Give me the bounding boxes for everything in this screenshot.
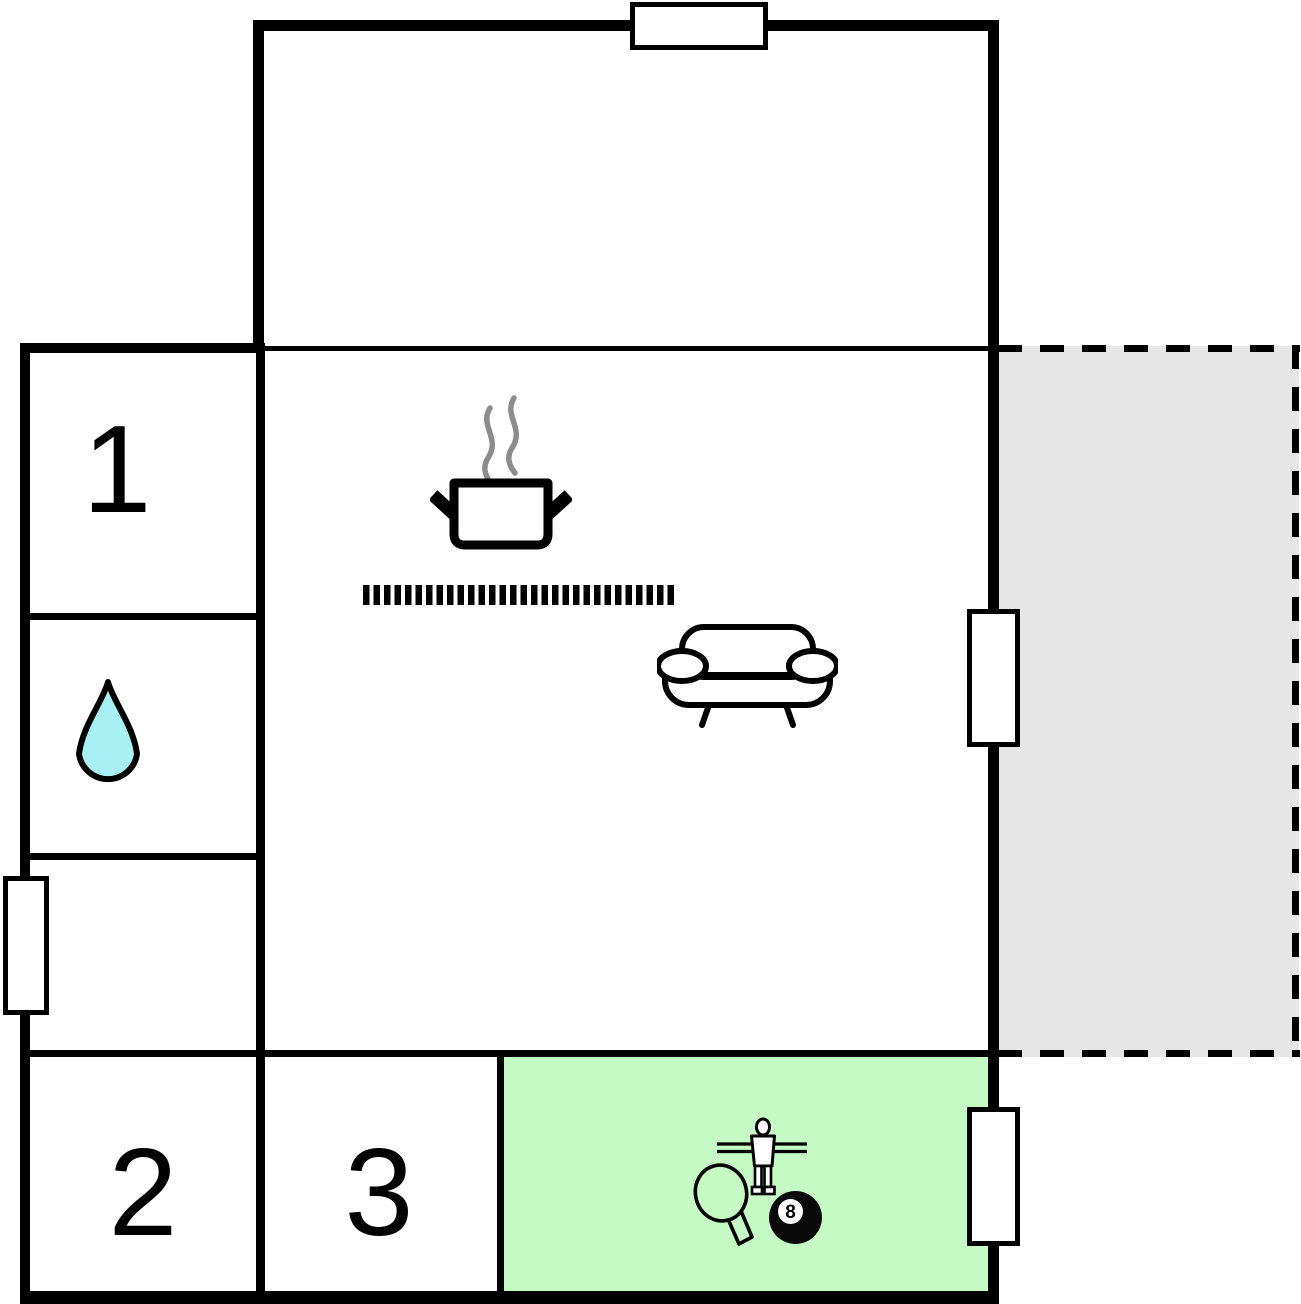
wall-left-block-top xyxy=(20,343,265,353)
eight-ball-number: 8 xyxy=(785,1202,796,1223)
wall-left-exterior xyxy=(20,343,30,1304)
foosball-player-icon xyxy=(712,1113,812,1198)
window-top xyxy=(630,2,768,50)
wall-living-top-interior xyxy=(258,346,988,351)
wall-entry-left xyxy=(253,20,264,351)
terrace-dashed-border-top xyxy=(998,345,1300,352)
cooking-pot-icon xyxy=(428,390,574,550)
terrace-dashed-border-bottom xyxy=(998,1050,1300,1057)
terrace-dashed-border-right xyxy=(1292,345,1299,1057)
wall-room3-gameroom xyxy=(497,1057,504,1304)
wall-bathroom-hall xyxy=(30,853,257,860)
game-room-area xyxy=(503,1057,988,1291)
window-gameroom-right xyxy=(967,1107,1020,1246)
eight-ball-icon: 8 xyxy=(767,1189,824,1246)
room-label-1: 1 xyxy=(82,401,152,539)
terrace-area xyxy=(998,346,1299,1057)
wall-center-vertical xyxy=(256,346,265,1304)
table-tennis-paddle-icon xyxy=(692,1160,762,1250)
steam-lines xyxy=(482,395,519,486)
wall-entry-top xyxy=(253,20,999,31)
wall-bottom-rooms-top xyxy=(30,1050,988,1057)
sofa-icon xyxy=(655,624,840,728)
window-left xyxy=(3,876,49,1015)
water-drop-icon xyxy=(73,677,143,792)
wall-room1-bathroom xyxy=(30,613,257,620)
stove-hob-icon xyxy=(363,585,675,605)
room-label-3: 3 xyxy=(344,1124,414,1262)
room-label-2: 2 xyxy=(108,1124,178,1262)
window-living-right xyxy=(967,609,1020,747)
wall-bottom-exterior xyxy=(20,1291,999,1304)
